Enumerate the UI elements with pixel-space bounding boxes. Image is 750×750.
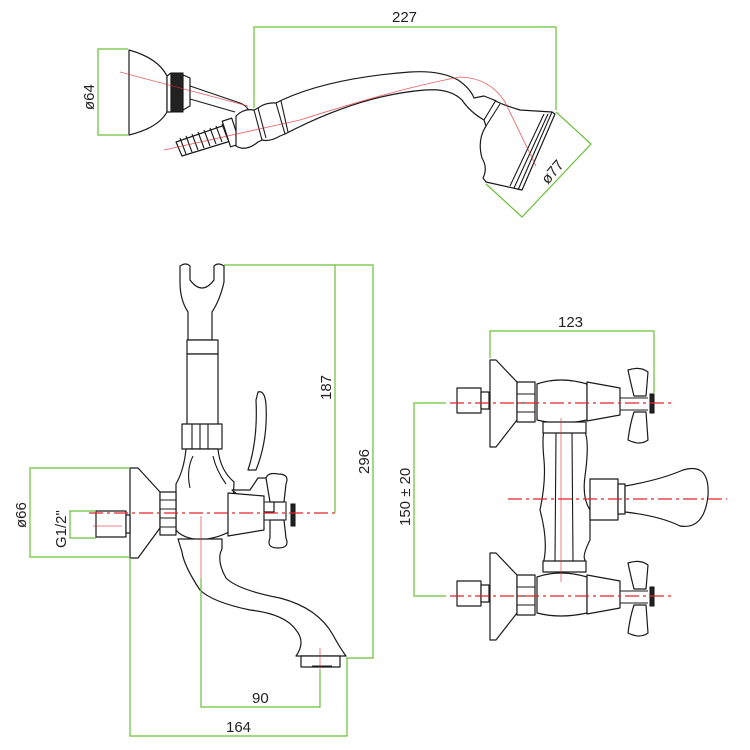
diverter-lever xyxy=(247,391,267,471)
riser-pipe xyxy=(186,353,219,427)
cross-handle xyxy=(265,472,288,503)
dim-line-164 xyxy=(129,558,348,737)
shower-handle xyxy=(235,71,556,191)
dim-line-ø66 xyxy=(29,467,130,558)
dim-label-123: 123 xyxy=(558,314,583,331)
dim-label-g12: G1/2" xyxy=(53,510,70,548)
dim-line-g12 xyxy=(69,510,96,539)
dim-label-296: 296 xyxy=(356,449,373,474)
dim-line-ø77 xyxy=(485,111,592,218)
hand-shower-centerline xyxy=(119,71,537,167)
holder-ring xyxy=(170,72,184,113)
dim-label-187: 187 xyxy=(318,375,335,400)
dim-line-ø64 xyxy=(97,48,128,136)
shower-holder-cup xyxy=(128,49,168,136)
dim-line-123 xyxy=(489,330,655,393)
dim-label-150: 150 ± 20 xyxy=(397,468,414,526)
hand-shower-view: 227 ø64 ø77 xyxy=(81,9,592,218)
dim-line-150 xyxy=(413,402,446,597)
spout xyxy=(177,538,347,657)
riser-nut xyxy=(181,423,223,450)
shower-fork-holder xyxy=(179,263,225,341)
side-view: 187 296 ø66 G1/2" 90 164 xyxy=(13,263,374,737)
front-view: 123 150 ± 20 xyxy=(397,314,727,641)
dim-line-90 xyxy=(200,578,321,708)
inlet-connector xyxy=(95,510,127,538)
central-column xyxy=(539,423,591,569)
dim-line-227 xyxy=(253,26,557,110)
dim-label-164: 164 xyxy=(226,719,251,736)
mixer-body xyxy=(175,448,235,541)
hose xyxy=(175,117,241,157)
dim-label-ø66: ø66 xyxy=(13,502,30,528)
upper-valve xyxy=(456,359,655,448)
dim-label-ø64: ø64 xyxy=(81,84,98,110)
dim-label-ø77: ø77 xyxy=(538,157,568,188)
dim-line-296 xyxy=(335,264,374,659)
dim-label-227: 227 xyxy=(392,9,417,26)
dim-label-90: 90 xyxy=(252,690,269,707)
